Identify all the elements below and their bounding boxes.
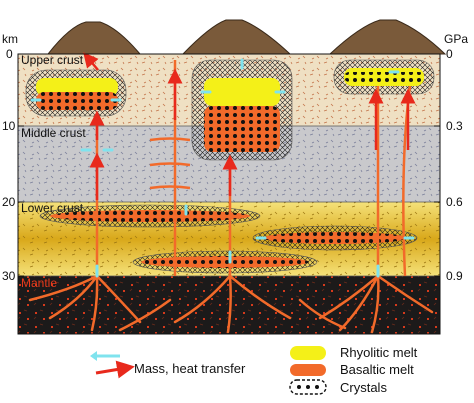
transfer-arrows-cyan — [30, 58, 415, 278]
legend-basaltic-label: Basaltic melt — [340, 362, 414, 377]
right-tick-label: 0 — [446, 47, 453, 61]
mantle-melt-roots — [28, 274, 434, 334]
right-tick-label: 0.9 — [446, 269, 463, 283]
right-axis-unit: GPa — [444, 32, 469, 46]
left-axis-ticks — [18, 53, 24, 277]
plot-frame — [17, 53, 441, 335]
left-tick-label: 30 — [2, 269, 16, 283]
volcano-middle — [181, 19, 292, 55]
upper-crust-label: Upper crust — [21, 53, 84, 67]
mantle-label: Mantle — [21, 276, 58, 290]
volcano-left — [46, 21, 142, 55]
volcanoes — [46, 19, 447, 55]
legend-rhyolitic-label: Rhyolitic melt — [340, 345, 418, 360]
lower-crust-sills — [39, 204, 418, 274]
legend-red-arrow — [95, 360, 135, 379]
middle-crust-label: Middle crust — [21, 126, 86, 140]
transfer-arrows-red — [83, 52, 416, 200]
legend-rhyolitic-swatch — [290, 346, 326, 360]
right-tick-label: 0.3 — [446, 119, 463, 133]
legend-crystals-label: Crystals — [340, 380, 387, 395]
left-tick-label: 20 — [2, 195, 16, 209]
legend-graphics — [90, 346, 327, 395]
volcano-right — [328, 19, 447, 55]
right-tick-label: 0.6 — [446, 195, 463, 209]
lower-crust-label: Lower crust — [21, 201, 84, 215]
legend-transfer-label: Mass, heat transfer — [134, 361, 246, 376]
legend-basaltic-swatch — [290, 364, 326, 376]
magma-chambers — [25, 59, 435, 161]
left-tick-label: 0 — [6, 47, 13, 61]
left-axis-unit: km — [2, 32, 18, 46]
right-axis-ticks — [434, 53, 440, 277]
left-tick-label: 10 — [2, 119, 16, 133]
